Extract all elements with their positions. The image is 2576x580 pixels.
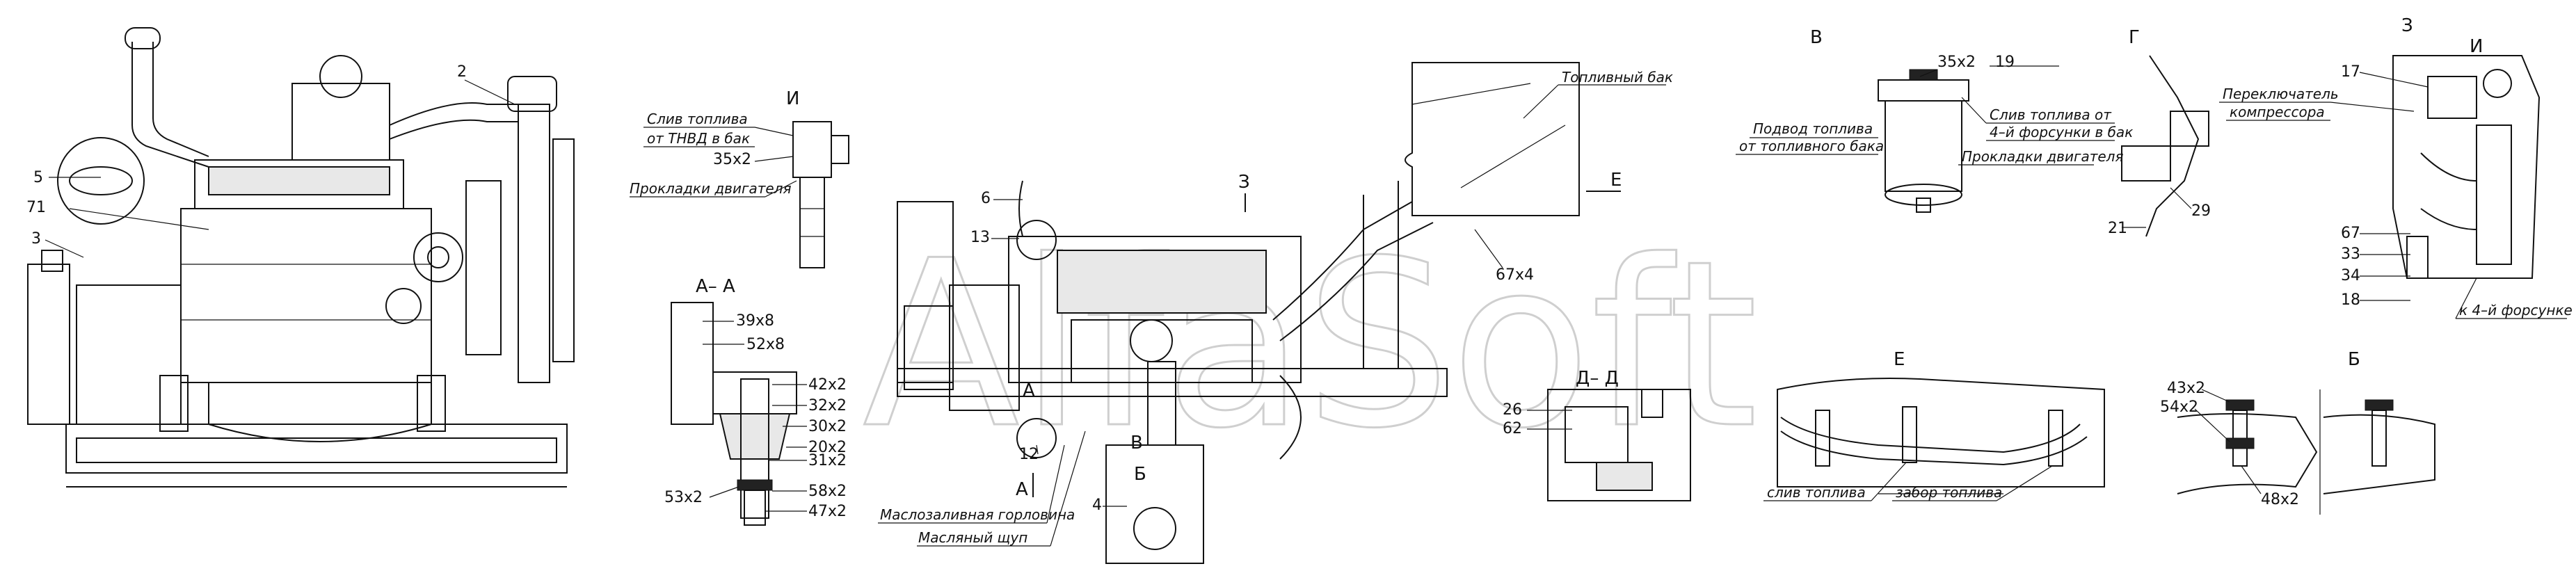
view-e-title: Е [1894, 349, 1905, 370]
view-g-title: Г [2129, 27, 2140, 48]
section-d-d: Д– Д 26 62 [1503, 368, 1691, 501]
plan-view [897, 62, 1580, 564]
view-b-title: Б [2348, 349, 2360, 370]
oil-filler-label: Маслозаливная горловина [880, 506, 1075, 523]
callout-35x2-v: 35х2 [1937, 54, 1976, 71]
callout-39x8: 39х8 [736, 312, 774, 330]
callout-42x2: 42х2 [808, 376, 847, 394]
callout-13: 13 [970, 229, 990, 246]
callout-30x2: 30х2 [808, 418, 847, 435]
callout-43x2: 43х2 [2167, 380, 2205, 397]
callout-71: 71 [26, 199, 46, 216]
callout-67: 67 [2341, 225, 2360, 242]
fuel-drain-e-label: слив топлива [1767, 484, 1866, 501]
section-mark-a-lower: А [1016, 479, 1028, 500]
view-i-upper: И Слив топлива от ТНВД в бак 35х2 Прокла… [630, 88, 849, 268]
callout-19: 19 [1995, 54, 2015, 71]
callout-18: 18 [2341, 291, 2360, 309]
callout-4: 4 [1092, 497, 1102, 514]
fuel-drain-v-label-1: Слив топлива от [1990, 106, 2112, 123]
view-v-title: В [1810, 27, 1823, 48]
side-view [27, 27, 575, 488]
fuel-supply-label-2: от топливного бака [1739, 138, 1884, 154]
switch-label-1: Переключатель [2223, 86, 2339, 102]
view-i-title: И [786, 88, 799, 109]
section-a-a-title: А– А [696, 276, 735, 297]
watermark: AlfaSoft [863, 211, 1758, 478]
gaskets-label-i: Прокладки двигателя [630, 180, 792, 197]
fuel-intake-label: забор топлива [1896, 484, 2002, 501]
to-injector-label: к 4–й форсунке [2459, 302, 2573, 319]
callout-29: 29 [2191, 202, 2211, 220]
view-i-right-title: И [2470, 36, 2483, 57]
section-mark-a-upper: А [1023, 380, 1035, 401]
fuel-drain-label-2: от ТНВД в бак [647, 130, 750, 147]
gaskets-label-v: Прокладки двигателя [1962, 148, 2124, 165]
side-view-callouts: 5 71 3 2 [26, 63, 515, 258]
fuel-tank-label: Топливный бак [1562, 69, 1673, 86]
callout-5: 5 [33, 169, 43, 186]
callout-47x2: 47х2 [808, 503, 847, 520]
callout-54x2: 54х2 [2160, 398, 2198, 416]
arrow-v: В [1130, 433, 1143, 453]
callout-17: 17 [2341, 63, 2360, 81]
callout-48x2: 48х2 [2261, 491, 2299, 508]
callout-58x2: 58х2 [808, 483, 847, 500]
callout-26: 26 [1503, 401, 1522, 419]
callout-52x8: 52х8 [746, 336, 785, 353]
callout-53x2: 53х2 [664, 489, 703, 506]
view-b: Б 43х2 54х2 48х2 [2160, 349, 2435, 515]
callout-34: 34 [2341, 267, 2360, 284]
callout-2: 2 [457, 63, 467, 81]
switch-label-2: компрессора [2230, 104, 2325, 120]
view-v: В 35х2 19 Подвод топлива от топливного б… [1736, 27, 2133, 213]
callout-3: 3 [31, 230, 41, 248]
arrow-b: Б [1134, 464, 1146, 485]
section-d-d-title: Д– Д [1576, 368, 1619, 389]
plan-view-callouts: 6 13 12 4 З Е В А А Б 67х4 Топливный бак… [878, 69, 1673, 547]
view-z-title: З [2401, 15, 2413, 36]
fuel-supply-label-1: Подвод топлива [1753, 120, 1873, 137]
fuel-drain-v-label-2: 4–й форсунки в бак [1990, 124, 2133, 140]
section-a-a: А– А 39х8 52х8 42х2 32х2 30х2 20х2 31х2 … [664, 276, 847, 526]
callout-33: 33 [2341, 245, 2360, 263]
callout-35x2-i: 35х2 [713, 151, 751, 168]
callout-31x2: 31х2 [808, 452, 847, 469]
callout-21: 21 [2108, 220, 2127, 237]
arrow-e: Е [1610, 170, 1622, 191]
fuel-drain-label-1: Слив топлива [647, 111, 748, 127]
dipstick-label: Масляный щуп [918, 529, 1027, 546]
callout-67x4: 67х4 [1496, 266, 1534, 284]
view-g: Г 29 21 [2108, 27, 2211, 237]
callout-20x2: 20х2 [808, 439, 847, 456]
callout-6: 6 [981, 190, 991, 207]
arrow-z: З [1238, 172, 1250, 193]
view-e: Е слив топлива забор топлива [1763, 349, 2105, 501]
callout-32x2: 32х2 [808, 397, 847, 414]
callout-12: 12 [1019, 446, 1039, 463]
callout-62: 62 [1503, 420, 1522, 437]
view-z: З И 17 Переключатель компрессора 67 33 3… [2219, 15, 2573, 319]
